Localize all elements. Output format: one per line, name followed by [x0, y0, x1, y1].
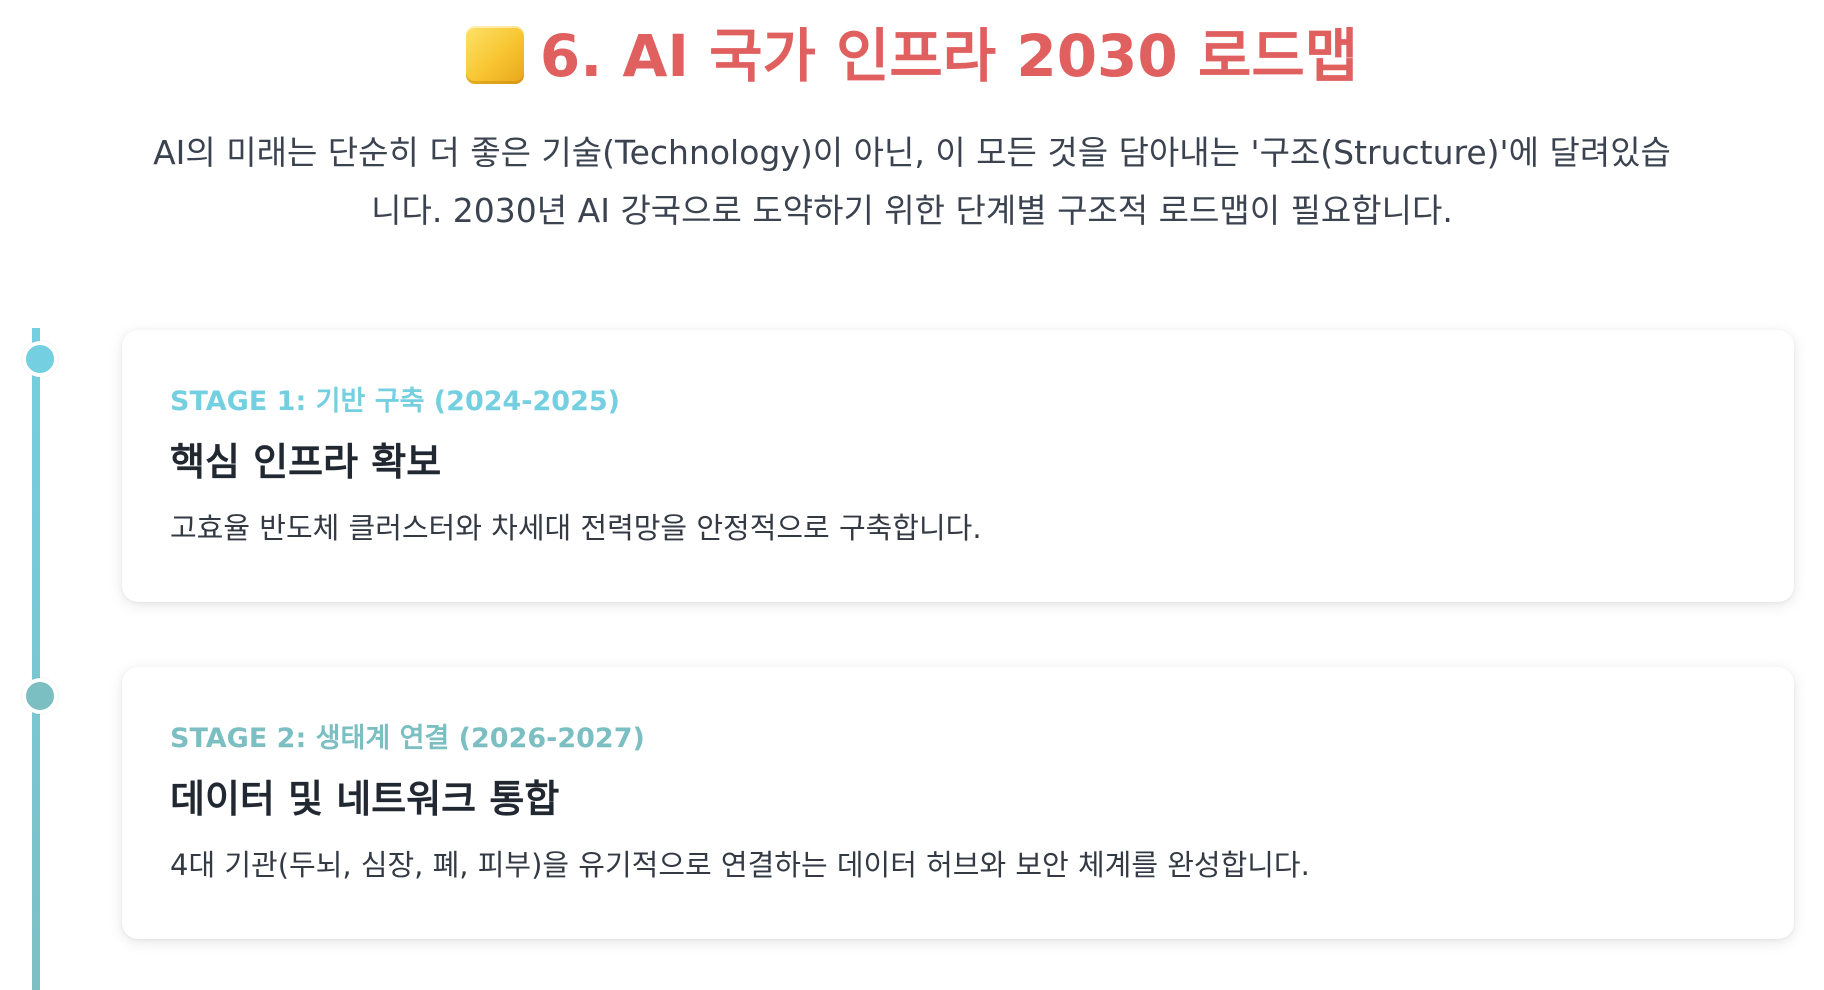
- timeline-dot-stage-2: [22, 678, 58, 714]
- stage-description: 4대 기관(두뇌, 심장, 폐, 피부)을 유기적으로 연결하는 데이터 허브와…: [170, 848, 1310, 882]
- page-title: 6. AI 국가 인프라 2030 로드맵: [539, 22, 1359, 90]
- page-title-row: 6. AI 국가 인프라 2030 로드맵: [0, 16, 1824, 96]
- stage-heading: 핵심 인프라 확보: [170, 440, 442, 484]
- stage-heading: 데이터 및 네트워크 통합: [170, 777, 560, 821]
- stage-label: STAGE 2: 생태계 연결 (2026-2027): [170, 723, 645, 754]
- yellow-square-icon: [465, 26, 524, 84]
- timeline-line: [32, 328, 40, 990]
- stage-description: 고효율 반도체 클러스터와 차세대 전력망을 안정적으로 구축합니다.: [170, 511, 982, 545]
- intro-paragraph: AI의 미래는 단순히 더 좋은 기술(Technology)이 아닌, 이 모…: [153, 133, 1671, 230]
- stage-card-2: STAGE 2: 생태계 연결 (2026-2027) 데이터 및 네트워크 통…: [122, 667, 1794, 939]
- stage-label: STAGE 1: 기반 구축 (2024-2025): [170, 386, 620, 417]
- timeline-dot-stage-1: [22, 341, 58, 377]
- stage-card-1: STAGE 1: 기반 구축 (2024-2025) 핵심 인프라 확보 고효율…: [122, 330, 1794, 602]
